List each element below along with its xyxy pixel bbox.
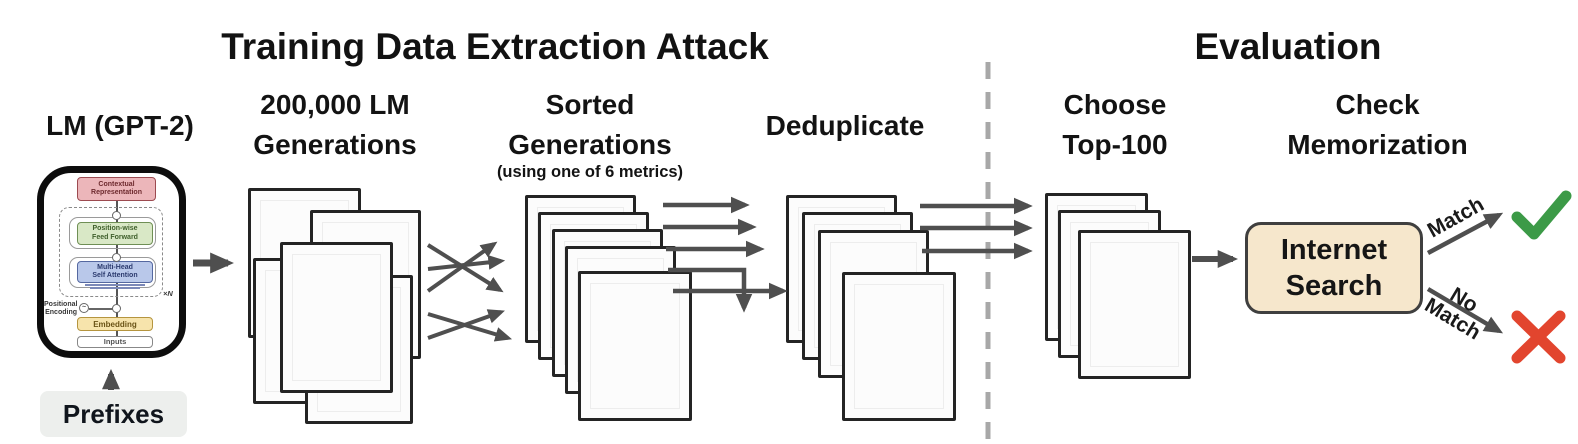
positional-encoding-line1: Positional	[44, 301, 78, 308]
residual-add-node	[112, 304, 121, 313]
generations-stage-label-line1: 200,000 LM	[260, 89, 410, 120]
internet-search-line1: Internet	[1280, 234, 1388, 266]
generations-stage-label: 200,000 LM Generations	[225, 85, 445, 165]
embedding-block: Embedding	[77, 317, 153, 331]
dedup-stage-label: Deduplicate	[765, 110, 925, 141]
cross-icon-stroke	[1511, 310, 1566, 364]
cross-icon-stroke	[1511, 310, 1566, 364]
no-match-label: No Match	[1404, 265, 1512, 354]
sorted-stage-label-line1: Sorted	[545, 89, 635, 120]
cross-icon	[1511, 310, 1566, 364]
check-icon	[1511, 190, 1572, 240]
residual-add-node	[112, 211, 121, 220]
document-page	[280, 242, 393, 393]
contextual-representation-line1: Contextual	[98, 180, 135, 188]
check-stage-label-line1: Check	[1335, 89, 1420, 120]
shuffle-arrow	[427, 312, 513, 342]
feed-forward-block: Position-wise Feed Forward	[77, 222, 153, 245]
evaluation-section-title: Evaluation	[1194, 26, 1382, 67]
lm-gpt2-box: Contextual Representation Position-wise …	[37, 166, 186, 358]
choose-stage-label-line1: Choose	[1063, 89, 1167, 120]
positional-encoding-label: Positional Encoding	[44, 301, 77, 317]
shuffle-arrow	[427, 309, 505, 340]
contextual-representation-line2: Representation	[91, 189, 142, 196]
internet-search-box: Internet Search	[1245, 222, 1423, 314]
self-attention-line1: Multi-Head	[97, 263, 133, 271]
shuffle-arrow	[426, 243, 504, 293]
attention-stack-line	[85, 284, 145, 286]
feed-forward-line1: Position-wise	[92, 225, 138, 232]
attention-stack-line	[90, 287, 140, 289]
sorted-stage-label-line2: Generations	[508, 129, 672, 160]
self-attention-block: Multi-Head Self Attention	[77, 261, 153, 283]
document-page	[578, 271, 692, 421]
transformer-repeat-block	[59, 207, 163, 297]
choose-stage-label: Choose Top-100	[1040, 85, 1190, 165]
prefixes-box: Prefixes	[40, 391, 187, 437]
contextual-representation-block: Contextual Representation	[77, 177, 156, 201]
positional-encoding-line2: Encoding	[45, 309, 77, 316]
check-stage-label-line2: Memorization	[1287, 129, 1468, 160]
generations-stage-label-line2: Generations	[253, 129, 417, 160]
internet-search-line2: Search	[1285, 270, 1383, 302]
document-page	[1078, 230, 1191, 379]
residual-add-node	[112, 253, 121, 262]
lm-stage-label: LM (GPT-2)	[46, 110, 194, 141]
sorted-stage-label-note: (using one of 6 metrics)	[496, 163, 684, 181]
shuffle-arrow	[427, 255, 506, 271]
attack-section-title: Training Data Extraction Attack	[221, 26, 769, 67]
feed-forward-line2: Feed Forward	[92, 233, 138, 241]
document-page	[842, 272, 956, 421]
positional-encoding-icon: ~	[79, 303, 89, 313]
match-label: Match	[1423, 192, 1488, 243]
shuffle-arrow	[426, 241, 498, 293]
positional-connector-line	[89, 308, 113, 310]
inputs-block: Inputs	[77, 336, 153, 348]
self-attention-line2: Self Attention	[92, 272, 138, 279]
check-stage-label: Check Memorization	[1255, 85, 1500, 165]
choose-stage-label-line2: Top-100	[1062, 129, 1168, 160]
sorted-stage-label: Sorted Generations (using one of 6 metri…	[480, 85, 700, 182]
repeat-n-label: ×N	[163, 289, 173, 298]
